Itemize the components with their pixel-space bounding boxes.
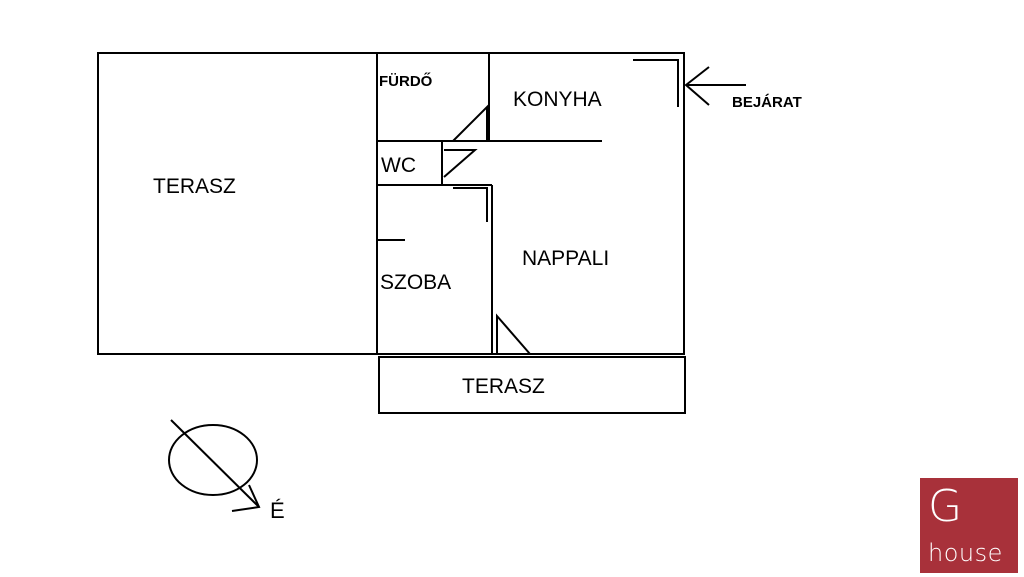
terrace-bottom-label: TERASZ [462,375,545,398]
ghouse-logo: G house [920,478,1018,573]
logo-letter: G [928,481,963,532]
bedroom-label: SZOBA [380,271,451,294]
terrace-left-outline [97,52,378,355]
bathroom-label: FÜRDŐ [379,72,433,90]
north-label: É [270,498,285,523]
entrance-label: BEJÁRAT [732,94,802,111]
door-bedroom-left [376,210,405,241]
door-bedroom-upper [453,187,488,222]
door-wc [443,149,478,178]
wc-label: WC [381,154,416,177]
compass-arrow-head [231,484,261,512]
door-terrace [496,313,531,355]
entrance-arrow-head [684,66,710,106]
kitchen-label: KONYHA [513,88,602,111]
logo-word: house [928,539,1003,567]
terrace-bottom-outline [378,356,686,414]
apartment-outline [377,52,685,355]
living-room-label: NAPPALI [522,247,609,270]
compass-needle [170,419,260,508]
door-bathroom [452,104,488,142]
door-entrance [633,59,679,107]
compass-circle [168,424,258,496]
terrace-left-label: TERASZ [153,175,236,198]
